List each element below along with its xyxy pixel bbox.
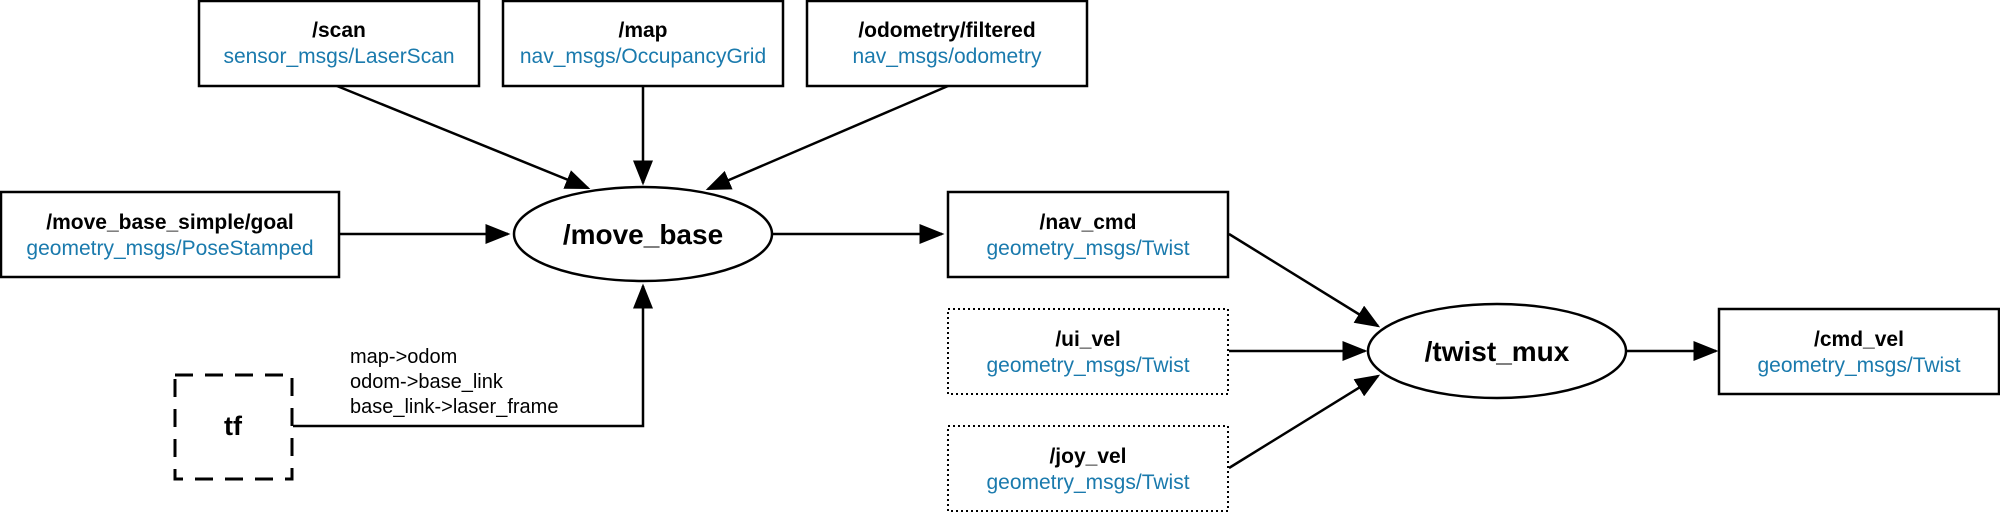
topic-joy-vel-box <box>947 425 1229 512</box>
node-twist-mux: /twist_mux <box>1366 302 1628 400</box>
tf-node: tf <box>173 373 294 481</box>
edge-joy-vel-to-twist-mux <box>1228 374 1381 470</box>
topic-nav-cmd: /nav_cmd geometry_msgs/Twist <box>946 190 1230 279</box>
topic-cmd-vel-name: /cmd_vel <box>1814 328 1904 351</box>
node-move-base-label: /move_base <box>563 219 723 250</box>
topic-goal: /move_base_simple/goal geometry_msgs/Pos… <box>0 190 341 279</box>
topic-nav-cmd-type: geometry_msgs/Twist <box>986 237 1189 260</box>
tf-transform-base-link-laser: base_link->laser_frame <box>350 396 558 418</box>
node-move-base-ellipse <box>512 185 774 283</box>
topic-joy-vel-name: /joy_vel <box>1049 445 1126 468</box>
topic-scan: /scan sensor_msgs/LaserScan <box>197 0 481 88</box>
edge-odometry-to-move-base <box>705 84 949 191</box>
edge-tf-to-move-base <box>293 283 653 428</box>
topic-joy-vel: /joy_vel geometry_msgs/Twist <box>947 425 1229 512</box>
topic-odometry: /odometry/filtered nav_msgs/odometry <box>805 0 1089 88</box>
topic-ui-vel-type: geometry_msgs/Twist <box>986 354 1189 377</box>
topic-cmd-vel-box <box>1717 307 2000 396</box>
topic-cmd-vel: /cmd_vel geometry_msgs/Twist <box>1717 307 2000 396</box>
topic-goal-name: /move_base_simple/goal <box>46 211 293 234</box>
topic-odometry-type: nav_msgs/odometry <box>852 45 1042 68</box>
topic-map-name: /map <box>618 19 667 42</box>
tf-box <box>173 373 294 481</box>
topic-ui-vel-box <box>947 308 1229 395</box>
edges <box>293 84 1719 470</box>
topic-nav-cmd-box <box>946 190 1230 279</box>
edge-scan-to-move-base <box>336 84 591 190</box>
topic-ui-vel: /ui_vel geometry_msgs/Twist <box>947 308 1229 395</box>
tf-transform-odom-base-link: odom->base_link <box>350 371 504 393</box>
topic-scan-name: /scan <box>312 19 366 42</box>
topic-odometry-box <box>805 0 1089 88</box>
topic-ui-vel-name: /ui_vel <box>1055 328 1120 351</box>
node-twist-mux-ellipse <box>1366 302 1628 400</box>
tf-transform-map-odom: map->odom <box>350 346 457 368</box>
topic-goal-type: geometry_msgs/PoseStamped <box>26 237 313 260</box>
topic-scan-type: sensor_msgs/LaserScan <box>223 45 454 68</box>
topic-goal-box <box>0 190 341 279</box>
edge-nav-cmd-to-twist-mux <box>1228 232 1381 328</box>
topic-map: /map nav_msgs/OccupancyGrid <box>501 0 785 88</box>
node-twist-mux-label: /twist_mux <box>1425 336 1570 367</box>
topic-odometry-name: /odometry/filtered <box>858 19 1035 42</box>
topic-map-type: nav_msgs/OccupancyGrid <box>520 45 766 68</box>
topic-cmd-vel-type: geometry_msgs/Twist <box>1757 354 1960 377</box>
tf-transforms: map->odom odom->base_link base_link->las… <box>350 346 558 418</box>
topic-map-box <box>501 0 785 88</box>
topic-joy-vel-type: geometry_msgs/Twist <box>986 471 1189 494</box>
node-move-base: /move_base <box>512 185 774 283</box>
topic-nav-cmd-name: /nav_cmd <box>1040 211 1137 234</box>
tf-label: tf <box>224 411 243 441</box>
topic-scan-box <box>197 0 481 88</box>
